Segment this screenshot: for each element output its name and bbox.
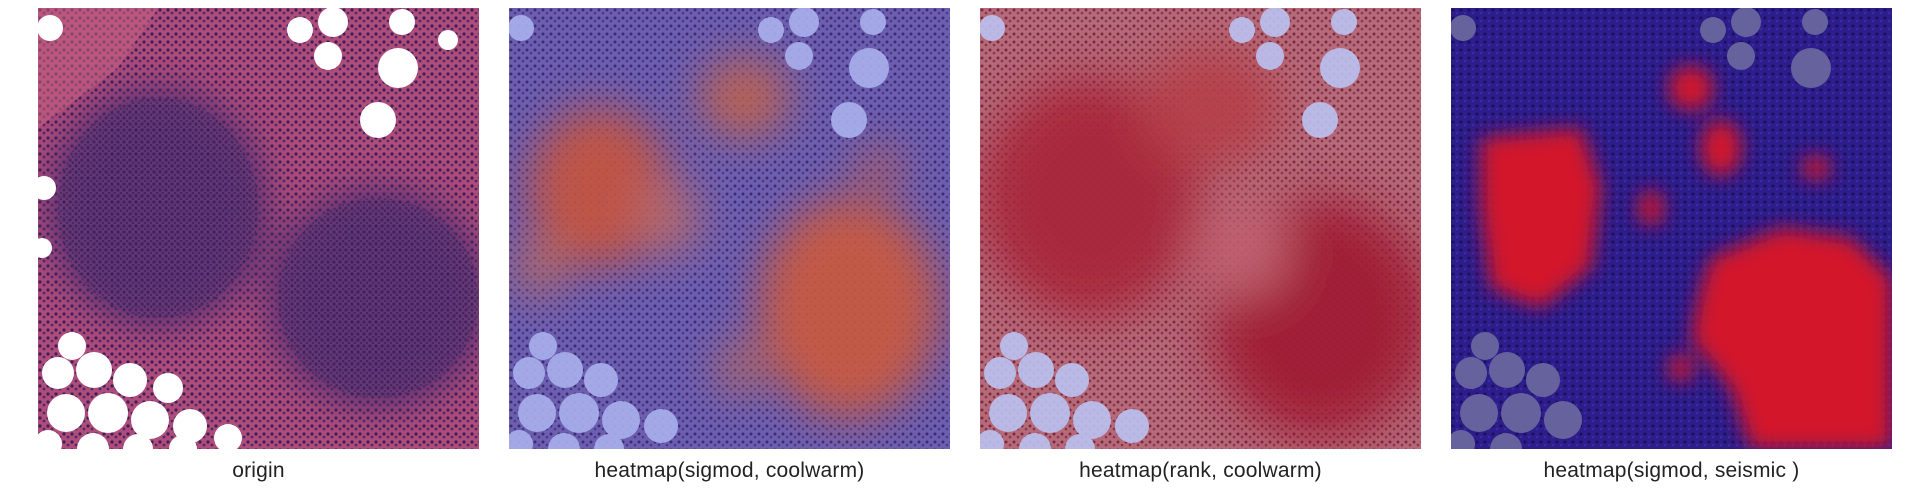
origin-histology-svg [38,8,479,449]
panel-heatmap-sigmod-seismic: heatmap(sigmod, seismic ) [1451,8,1892,482]
heatmap-rank-coolwarm-svg [980,8,1421,449]
heatmap-sigmod-coolwarm-image [509,8,950,449]
caption-heatmap-sigmod-seismic: heatmap(sigmod, seismic ) [1543,459,1800,482]
panel-heatmap-rank-coolwarm: heatmap(rank, coolwarm) [980,8,1421,482]
heatmap-sigmod-coolwarm-svg [509,8,950,449]
heatmap-sigmod-seismic-svg [1451,8,1892,449]
heatmap-sigmod-seismic-image [1451,8,1892,449]
panel-origin: origin [38,8,479,482]
caption-heatmap-sigmod-coolwarm: heatmap(sigmod, coolwarm) [594,459,865,482]
heatmap-rank-coolwarm-image [980,8,1421,449]
caption-origin: origin [232,459,285,482]
panel-heatmap-sigmod-coolwarm: heatmap(sigmod, coolwarm) [509,8,950,482]
caption-heatmap-rank-coolwarm: heatmap(rank, coolwarm) [1079,459,1322,482]
origin-histology-image [38,8,479,449]
